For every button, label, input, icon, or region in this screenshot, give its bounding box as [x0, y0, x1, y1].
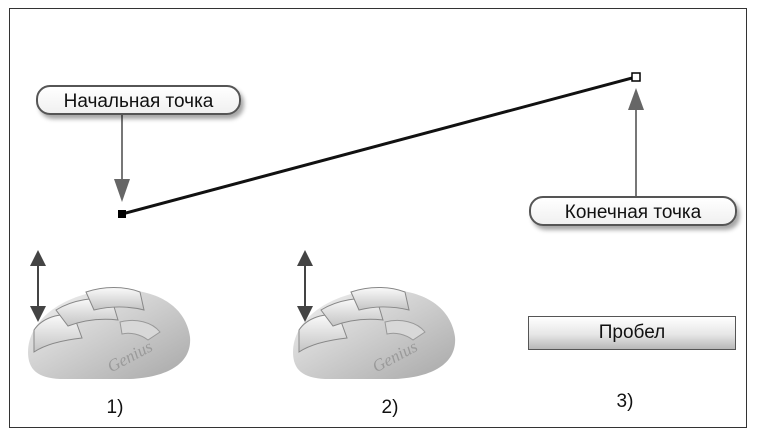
start-pointer-arrow [114, 115, 130, 202]
end-point-callout: Конечная точка [529, 196, 737, 226]
step-label-2: 2) [381, 397, 399, 418]
space-key: Пробел [528, 316, 736, 350]
end-point-marker [631, 72, 641, 82]
start-point-marker [118, 210, 126, 218]
start-point-callout: Начальная точка [36, 85, 241, 115]
vertical-move-arrow-2 [297, 250, 313, 322]
vertical-move-arrow-1 [30, 250, 46, 322]
step-label-3: 3) [616, 391, 634, 412]
end-pointer-arrow [628, 88, 644, 196]
drawn-line [121, 75, 637, 216]
mouse-1: Genius [28, 250, 191, 379]
step-label-1: 1) [106, 397, 124, 418]
mouse-2: Genius [293, 250, 456, 379]
